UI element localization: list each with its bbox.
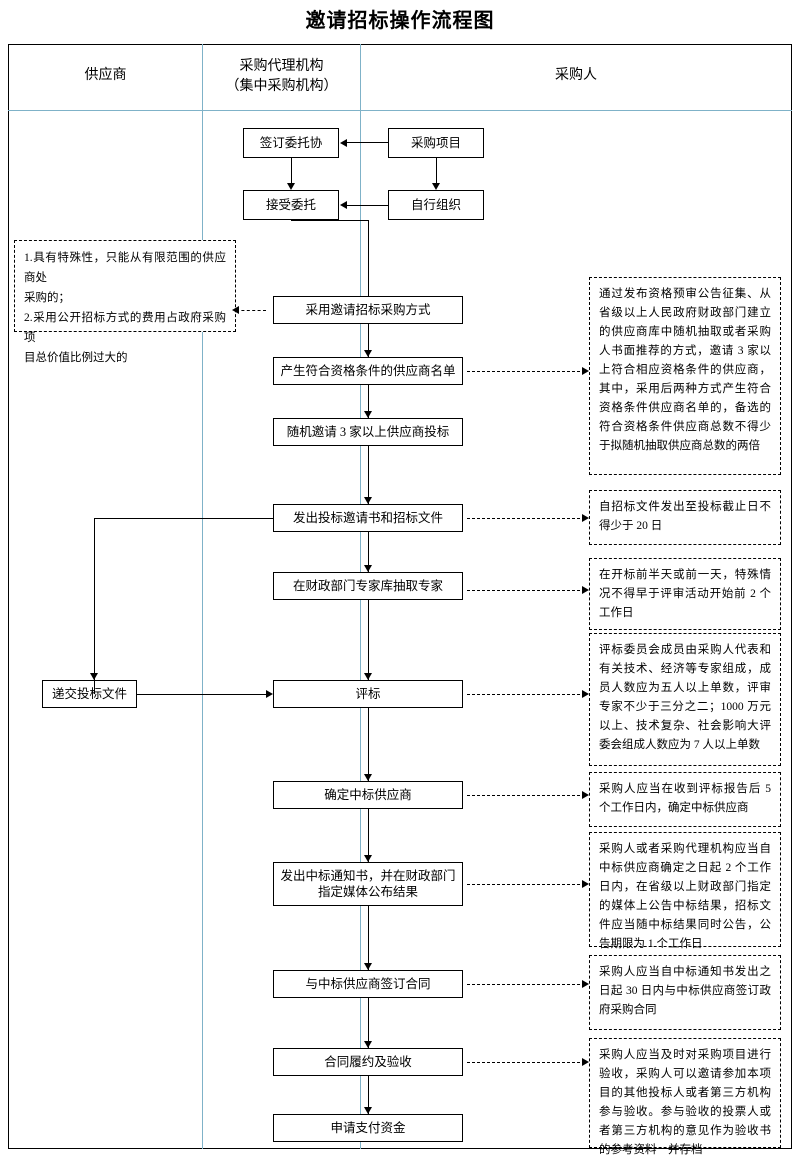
connector-sign-to-accept: [291, 158, 292, 183]
note-invitation-conditions-line3: 2.采用公开招标方式的费用占政府采购项: [24, 312, 226, 344]
note-issue-period: 自招标文件发出至投标截止日不得少于 20 日: [589, 490, 781, 545]
note-invitation-conditions-line2: 采购的；: [24, 292, 70, 304]
node-perform-and-accept[interactable]: 合同履约及验收: [273, 1048, 463, 1076]
arrow-to-draw-experts: [364, 565, 372, 572]
page-title: 邀请招标操作流程图: [305, 10, 495, 32]
connector-evaluation-to-winner: [368, 708, 369, 781]
connector-note-evaluation: [467, 694, 585, 695]
arrow-note-acceptance: [582, 1058, 589, 1066]
connector-note-acceptance: [467, 1062, 585, 1063]
node-determine-winner[interactable]: 确定中标供应商: [273, 781, 463, 809]
connector-issue-to-experts: [368, 532, 369, 572]
node-self-organize[interactable]: 自行组织: [388, 190, 484, 220]
arrow-to-evaluation: [364, 673, 372, 680]
note-acceptance: 采购人应当及时对采购项目进行验收，采购人可以邀请参加本项目的其他投标人或者第三方…: [589, 1038, 781, 1155]
lane-header-supplier: 供应商: [84, 68, 127, 83]
connector-acceptance-to-payment: [368, 1076, 369, 1114]
arrow-note-issue: [582, 514, 589, 522]
lane-header-agency-line2: （集中采购机构）: [225, 79, 338, 94]
connector-note-expert: [467, 590, 585, 591]
arrow-to-sign-contract: [364, 963, 372, 970]
connector-notice-to-contract: [368, 906, 369, 970]
node-submit-bid-documents[interactable]: 递交投标文件: [42, 680, 137, 708]
node-issue-invitation-docs[interactable]: 发出投标邀请书和招标文件: [273, 504, 463, 532]
note-invitation-conditions: 1.具有特殊性，只能从有限范围的供应商处 采购的； 2.采用公开招标方式的费用占…: [14, 240, 236, 364]
connector-project-to-self: [436, 158, 437, 183]
note-invitation-conditions-line4: 目总价值比例过大的: [24, 352, 128, 364]
arrow-supplier-to-evaluation: [266, 690, 273, 698]
arrow-project-to-sign: [340, 139, 347, 147]
connector-experts-to-evaluation: [368, 600, 369, 680]
connector-accept-join: [291, 220, 369, 221]
connector-note-announcement: [467, 884, 585, 885]
arrow-to-qualified-list: [364, 350, 372, 357]
node-accept-entrust[interactable]: 接受委托: [243, 190, 339, 220]
node-adopt-invitation-method[interactable]: 采用邀请招标采购方式: [273, 296, 463, 324]
node-sign-contract[interactable]: 与中标供应商签订合同: [273, 970, 463, 998]
connector-invite3-to-issue: [368, 446, 369, 504]
node-draw-experts[interactable]: 在财政部门专家库抽取专家: [273, 572, 463, 600]
connector-note-contract: [467, 984, 585, 985]
arrow-to-submit-bid-docs: [90, 673, 98, 680]
note-contract-deadline: 采购人应当自中标通知书发出之日起 30 日内与中标供应商签订政府采购合同: [589, 955, 781, 1030]
connector-winner-to-notice: [368, 809, 369, 862]
header-divider: [8, 110, 792, 111]
arrow-self-to-accept: [340, 201, 347, 209]
note-expert-draw-time: 在开标前半天或前一天，特殊情况不得早于评审活动开始前 2 个工作日: [589, 558, 781, 630]
connector-note-issue: [467, 518, 585, 519]
arrow-sign-to-accept: [287, 183, 295, 190]
connector-project-to-sign: [347, 142, 388, 143]
node-issue-winning-notice[interactable]: 发出中标通知书，并在财政部门 指定媒体公布结果: [273, 862, 463, 906]
lane-divider-1: [202, 44, 203, 1149]
note-invitation-conditions-line1: 1.具有特殊性，只能从有限范围的供应商处: [24, 252, 226, 284]
connector-note-winner: [467, 795, 585, 796]
node-issue-winning-notice-line1: 发出中标通知书，并在财政部门: [280, 869, 456, 883]
node-apply-payment[interactable]: 申请支付资金: [273, 1114, 463, 1142]
arrow-to-perform-accept: [364, 1041, 372, 1048]
arrow-to-issue-notice: [364, 855, 372, 862]
node-qualified-supplier-list[interactable]: 产生符合资格条件的供应商名单: [273, 357, 463, 385]
lane-header-agency: 采购代理机构 （集中采购机构）: [203, 57, 360, 97]
connector-self-to-accept: [347, 205, 388, 206]
note-qualified-list: 通过发布资格预审公告征集、从省级以上人民政府财政部门建立的供应商库中随机抽取或者…: [589, 277, 781, 475]
arrow-to-apply-payment: [364, 1107, 372, 1114]
connector-list-to-invite3: [368, 385, 369, 418]
node-invite-three-suppliers[interactable]: 随机邀请 3 家以上供应商投标: [273, 418, 463, 446]
connector-issue-to-supplier-v: [94, 518, 95, 694]
node-purchase-project[interactable]: 采购项目: [388, 128, 484, 158]
node-issue-winning-notice-line2: 指定媒体公布结果: [317, 885, 418, 899]
note-evaluation-committee: 评标委员会成员由采购人代表和有关技术、经济等专家组成，成员人数应为五人以上单数，…: [589, 633, 781, 766]
connector-supplier-to-evaluation: [137, 694, 266, 695]
arrow-note-announcement: [582, 880, 589, 888]
lane-header-agency-line1: 采购代理机构: [239, 59, 324, 74]
arrow-note-conditions: [232, 306, 239, 314]
arrow-to-invite-three: [364, 411, 372, 418]
lane-header-purchaser: 采购人: [555, 68, 597, 83]
connector-adopt-to-list: [368, 324, 369, 357]
arrow-note-evaluation: [582, 690, 589, 698]
arrow-to-issue-invitation: [364, 497, 372, 504]
arrow-to-determine-winner: [364, 774, 372, 781]
connector-accept-to-invite: [368, 220, 369, 303]
note-winner-determination: 采购人应当在收到评标报告后 5 个工作日内，确定中标供应商: [589, 772, 781, 827]
connector-contract-to-acceptance: [368, 998, 369, 1048]
connector-issue-to-supplier-h: [94, 518, 274, 519]
arrow-note-qualified: [582, 367, 589, 375]
arrow-note-expert: [582, 586, 589, 594]
arrow-note-contract: [582, 980, 589, 988]
arrow-note-winner: [582, 791, 589, 799]
arrow-project-to-self: [432, 183, 440, 190]
node-sign-entrust[interactable]: 签订委托协: [243, 128, 339, 158]
node-evaluation[interactable]: 评标: [273, 680, 463, 708]
connector-note-conditions: [236, 310, 266, 311]
note-announcement: 采购人或者采购代理机构应当自中标供应商确定之日起 2 个工作日内，在省级以上财政…: [589, 832, 781, 950]
connector-note-qualified: [467, 371, 585, 372]
